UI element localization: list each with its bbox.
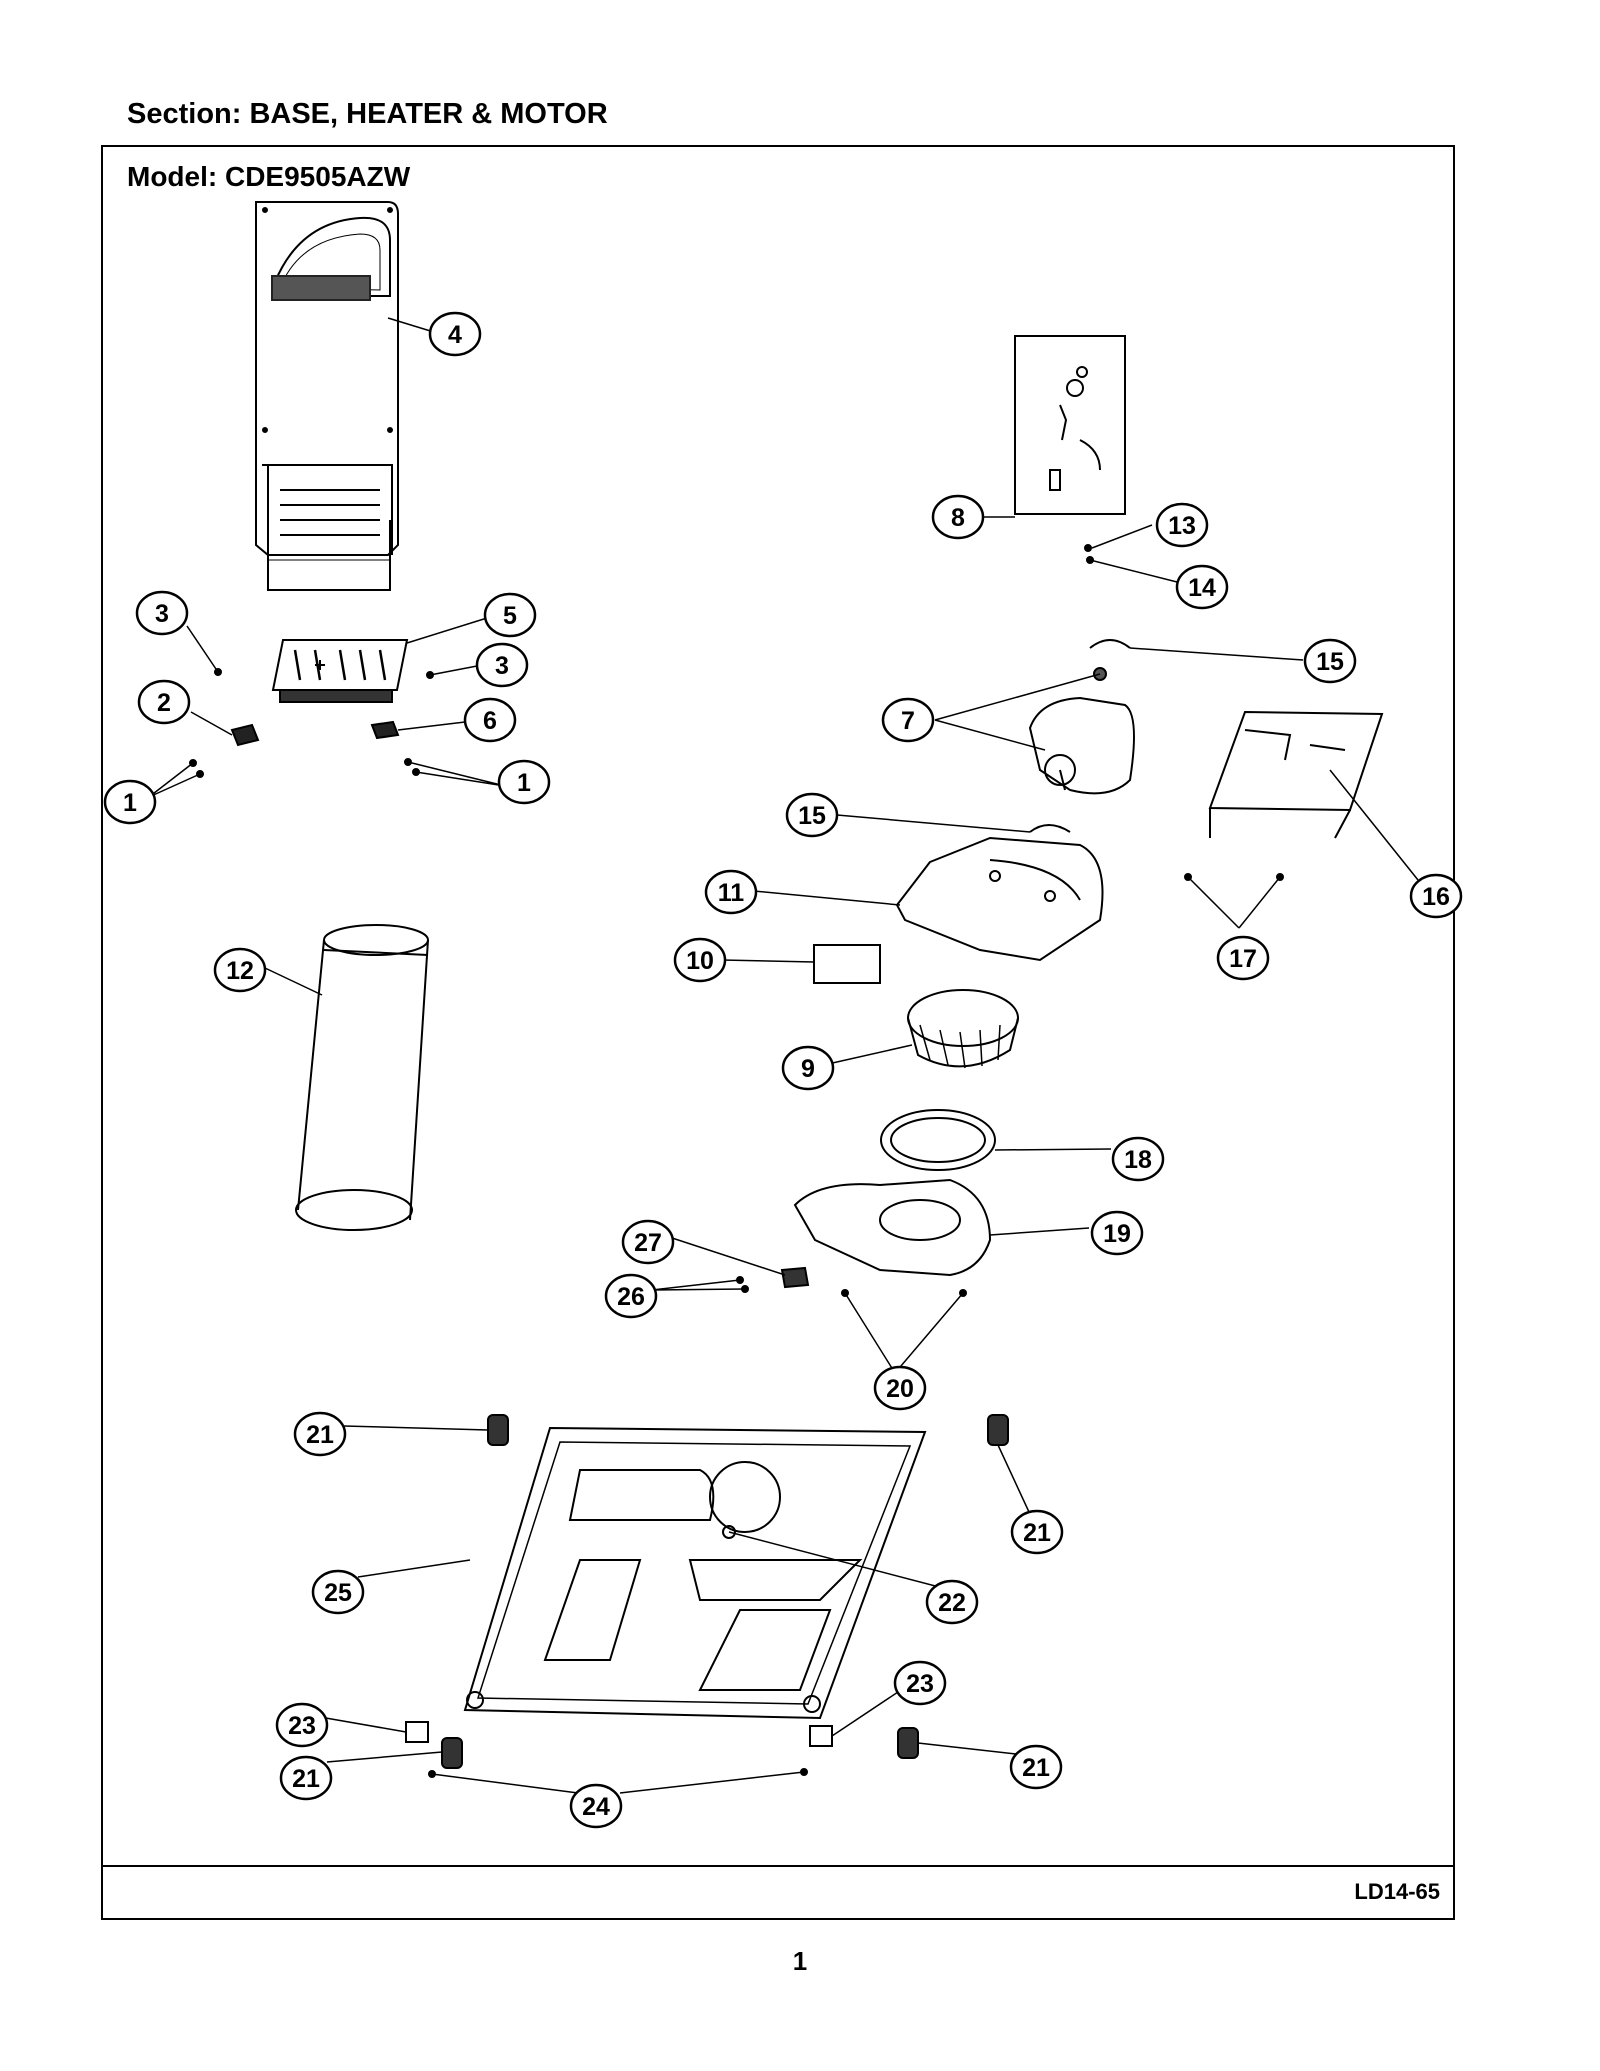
svg-text:14: 14 xyxy=(1188,574,1216,602)
svg-text:24: 24 xyxy=(582,1793,610,1821)
svg-text:6: 6 xyxy=(483,707,497,735)
svg-text:3: 3 xyxy=(155,600,169,628)
diagram-code: LD14-65 xyxy=(1354,1879,1440,1904)
callout-26: 26 xyxy=(604,1273,658,1319)
part-blower-cover xyxy=(793,1178,992,1277)
part-thermostat-6 xyxy=(370,720,400,740)
svg-text:23: 23 xyxy=(288,1712,316,1740)
part-blower-wheel xyxy=(907,989,1019,1069)
svg-text:27: 27 xyxy=(634,1229,662,1257)
svg-text:22: 22 xyxy=(938,1589,966,1617)
part-bracket-right xyxy=(809,1725,833,1747)
callout-15: 15 xyxy=(785,792,839,838)
part-seal xyxy=(880,1109,996,1171)
frame-divider xyxy=(101,1865,1455,1867)
part-bracket-left xyxy=(405,1721,429,1743)
callout-9: 9 xyxy=(781,1045,835,1091)
callout-7: 7 xyxy=(881,697,935,743)
callout-21: 21 xyxy=(1009,1744,1063,1790)
svg-text:15: 15 xyxy=(1316,648,1344,676)
part-leveling-legs xyxy=(441,1414,1009,1769)
svg-text:4: 4 xyxy=(448,321,462,349)
svg-text:21: 21 xyxy=(1022,1754,1050,1782)
callout-21: 21 xyxy=(1010,1509,1064,1555)
callout-3: 3 xyxy=(135,590,189,636)
svg-text:23: 23 xyxy=(906,1670,934,1698)
part-clip-upper xyxy=(1089,639,1131,649)
callout-1: 1 xyxy=(103,779,157,825)
part-motor xyxy=(1028,667,1135,795)
callout-24: 24 xyxy=(569,1783,623,1829)
svg-text:26: 26 xyxy=(617,1283,645,1311)
callout-5: 5 xyxy=(483,592,537,638)
svg-text:18: 18 xyxy=(1124,1146,1152,1174)
svg-text:21: 21 xyxy=(306,1421,334,1449)
svg-text:1: 1 xyxy=(123,789,137,817)
callout-3: 3 xyxy=(475,642,529,688)
svg-text:2: 2 xyxy=(157,689,171,717)
part-wire-kit xyxy=(1014,335,1126,515)
callout-17: 17 xyxy=(1216,935,1270,981)
callout-21: 21 xyxy=(279,1755,333,1801)
part-motor-mount xyxy=(1208,710,1384,839)
part-base xyxy=(463,1426,927,1720)
callout-18: 18 xyxy=(1111,1136,1165,1182)
svg-text:13: 13 xyxy=(1168,512,1196,540)
part-clip-lower xyxy=(1029,824,1071,833)
callout-14: 14 xyxy=(1175,564,1229,610)
svg-text:20: 20 xyxy=(886,1375,914,1403)
callout-10: 10 xyxy=(673,937,727,983)
svg-text:16: 16 xyxy=(1422,883,1450,911)
part-thermostat-2 xyxy=(230,723,260,747)
svg-text:5: 5 xyxy=(503,602,517,630)
svg-text:3: 3 xyxy=(495,652,509,680)
callout-4: 4 xyxy=(428,311,482,357)
svg-text:12: 12 xyxy=(226,957,254,985)
callout-13: 13 xyxy=(1155,502,1209,548)
leader-lines xyxy=(148,317,1419,1794)
svg-text:19: 19 xyxy=(1103,1220,1131,1248)
svg-text:17: 17 xyxy=(1229,945,1257,973)
part-blower-housing xyxy=(895,836,1104,962)
svg-text:10: 10 xyxy=(686,947,714,975)
callout-19: 19 xyxy=(1090,1210,1144,1256)
callout-12: 12 xyxy=(213,947,267,993)
part-screw-bag xyxy=(813,944,881,984)
callout-20: 20 xyxy=(873,1365,927,1411)
section-title: Section: BASE, HEATER & MOTOR xyxy=(127,98,608,130)
svg-text:21: 21 xyxy=(292,1765,320,1793)
callout-6: 6 xyxy=(463,697,517,743)
callout-23: 23 xyxy=(275,1702,329,1748)
svg-text:9: 9 xyxy=(801,1055,815,1083)
part-thermal-fuse xyxy=(780,1266,810,1289)
model-title: Model: CDE9505AZW xyxy=(127,161,411,192)
callout-16: 16 xyxy=(1409,873,1463,919)
callout-15: 15 xyxy=(1303,638,1357,684)
svg-text:1: 1 xyxy=(517,769,531,797)
page-number: 1 xyxy=(792,1946,808,1976)
callout-23: 23 xyxy=(893,1660,947,1706)
svg-text:11: 11 xyxy=(718,879,745,907)
svg-text:15: 15 xyxy=(798,802,826,830)
callout-11: 11 xyxy=(704,869,758,915)
svg-text:25: 25 xyxy=(324,1579,352,1607)
callout-27: 27 xyxy=(621,1219,675,1265)
part-exhaust-duct xyxy=(295,924,429,1231)
callout-22: 22 xyxy=(925,1579,979,1625)
callout-2: 2 xyxy=(137,679,191,725)
part-front-panel xyxy=(255,201,399,591)
svg-text:7: 7 xyxy=(901,707,915,735)
svg-text:8: 8 xyxy=(951,504,965,532)
part-heater-assembly xyxy=(271,639,409,703)
part-plug xyxy=(722,1525,736,1539)
callout-25: 25 xyxy=(311,1569,365,1615)
callout-21: 21 xyxy=(293,1411,347,1457)
svg-text:21: 21 xyxy=(1023,1519,1051,1547)
callout-8: 8 xyxy=(931,494,985,540)
callout-1: 1 xyxy=(497,759,551,805)
diagram-frame xyxy=(101,145,1455,1920)
